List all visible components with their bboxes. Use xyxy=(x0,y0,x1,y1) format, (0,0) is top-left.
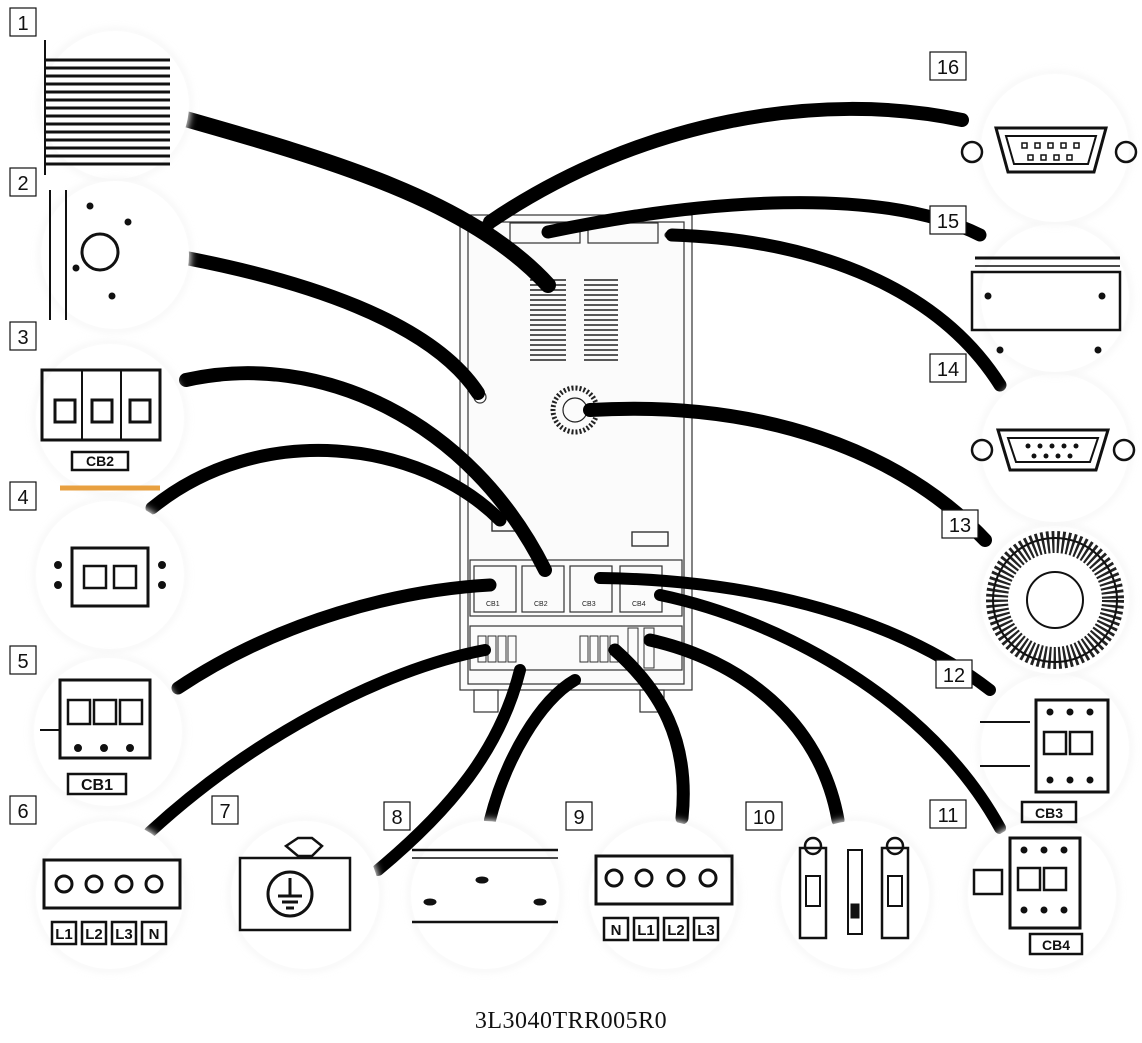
leader-10 xyxy=(643,633,845,827)
leader-13 xyxy=(583,401,992,547)
callout-number-14: 14 xyxy=(937,359,959,381)
callout-box-12: 12 xyxy=(935,659,973,689)
callout-number-13: 13 xyxy=(949,515,971,537)
callout-number-7: 7 xyxy=(219,801,230,823)
callout-box-13: 13 xyxy=(941,509,979,539)
leader-1 xyxy=(174,110,556,293)
callout-number-9: 9 xyxy=(573,807,584,829)
callout-box-3: 3 xyxy=(9,321,37,351)
detail-3-tag: CB2 xyxy=(86,453,114,469)
leader-16 xyxy=(483,101,969,229)
detail-circles xyxy=(32,29,1138,971)
callout-number-3: 3 xyxy=(17,327,28,349)
detail-9-terminal-block xyxy=(587,819,739,971)
callout-number-6: 6 xyxy=(17,801,28,823)
detail-15-blank-slot-cover xyxy=(970,222,1131,374)
drawing-code: 3L3040TRR005R0 xyxy=(474,1008,668,1034)
leader-2 xyxy=(179,251,485,400)
detail-4-small-switch xyxy=(34,499,186,651)
cabinet-tag-cb2: CB2 xyxy=(534,601,548,608)
detail-3-breaker xyxy=(34,342,186,494)
leader-lines xyxy=(144,101,1007,876)
callout-box-11: 11 xyxy=(929,799,967,829)
cabinet-tag-cb4: CB4 xyxy=(632,601,646,608)
leader-4 xyxy=(145,444,507,527)
leader-9 xyxy=(608,643,690,825)
detail-13-fan-grille xyxy=(979,524,1131,676)
detail-12-breaker xyxy=(979,672,1131,824)
callout-box-15: 15 xyxy=(929,205,967,235)
callout-box-5: 5 xyxy=(9,645,37,675)
callout-box-4: 4 xyxy=(9,481,37,511)
leader-8 xyxy=(484,674,581,826)
detail-11-breaker xyxy=(966,819,1118,971)
detail-1-vent-grille xyxy=(39,29,191,181)
leader-5 xyxy=(171,578,497,695)
callout-box-14: 14 xyxy=(929,353,967,383)
leader-3 xyxy=(179,366,552,577)
detail-6-terminal-l2: L2 xyxy=(85,926,103,943)
detail-6-terminal-l1: L1 xyxy=(55,926,73,943)
callout-number-11: 11 xyxy=(938,805,959,827)
detail-6-terminal-block xyxy=(34,819,186,971)
callout-box-6: 6 xyxy=(9,795,37,825)
detail-10-fuse-holders xyxy=(779,819,931,971)
callout-number-10: 10 xyxy=(753,807,775,829)
cabinet-tag-cb1: CB1 xyxy=(486,601,500,608)
cabinet-tag-cb3: CB3 xyxy=(582,601,596,608)
callout-number-16: 16 xyxy=(937,57,959,79)
callout-number-12: 12 xyxy=(943,665,965,687)
callout-box-10: 10 xyxy=(745,801,783,831)
detail-6-terminal-l3: L3 xyxy=(115,926,133,943)
detail-9-terminal-l1: L1 xyxy=(637,922,655,939)
leader-6 xyxy=(144,644,491,838)
detail-9-terminal-l2: L2 xyxy=(667,922,685,939)
leader-11 xyxy=(654,589,1006,834)
callout-box-8: 8 xyxy=(383,801,411,831)
detail-text: CB2 CB1 L1 L2 L3 N N L1 L2 L3 CB4 CB3 xyxy=(55,453,1070,953)
detail-2-round-port xyxy=(39,179,191,331)
leader-14 xyxy=(665,228,1007,392)
detail-16-db9-port xyxy=(960,72,1138,224)
callout-number-boxes: 1 2 3 4 5 6 7 8 9 10 11 12 13 14 15 16 xyxy=(9,7,979,831)
detail-9-terminal-n: N xyxy=(611,922,622,939)
callout-number-4: 4 xyxy=(17,487,28,509)
callout-number-2: 2 xyxy=(17,173,28,195)
callout-box-16: 16 xyxy=(929,51,967,81)
detail-9-terminal-l3: L3 xyxy=(697,922,715,939)
callout-number-8: 8 xyxy=(391,807,402,829)
cabinet-vents xyxy=(530,279,618,361)
callout-box-7: 7 xyxy=(211,795,239,825)
detail-5-breaker xyxy=(32,656,184,808)
callout-number-1: 1 xyxy=(17,13,28,35)
detail-5-tag: CB1 xyxy=(81,777,113,794)
callout-number-5: 5 xyxy=(17,651,28,673)
detail-14-db9-port xyxy=(970,372,1136,524)
detail-8-base-plate xyxy=(409,819,561,971)
callout-box-1: 1 xyxy=(9,7,37,37)
detail-12-tag: CB3 xyxy=(1035,805,1063,821)
leader-7 xyxy=(372,664,526,876)
callout-box-2: 2 xyxy=(9,167,37,197)
callout-box-9: 9 xyxy=(565,801,593,831)
cabinet-breaker-tags: CB1 CB2 CB3 CB4 xyxy=(486,601,646,608)
detail-11-tag: CB4 xyxy=(1042,937,1070,953)
detail-6-terminal-n: N xyxy=(149,926,160,943)
callout-number-15: 15 xyxy=(937,211,959,233)
detail-7-ground-terminal xyxy=(229,819,381,971)
